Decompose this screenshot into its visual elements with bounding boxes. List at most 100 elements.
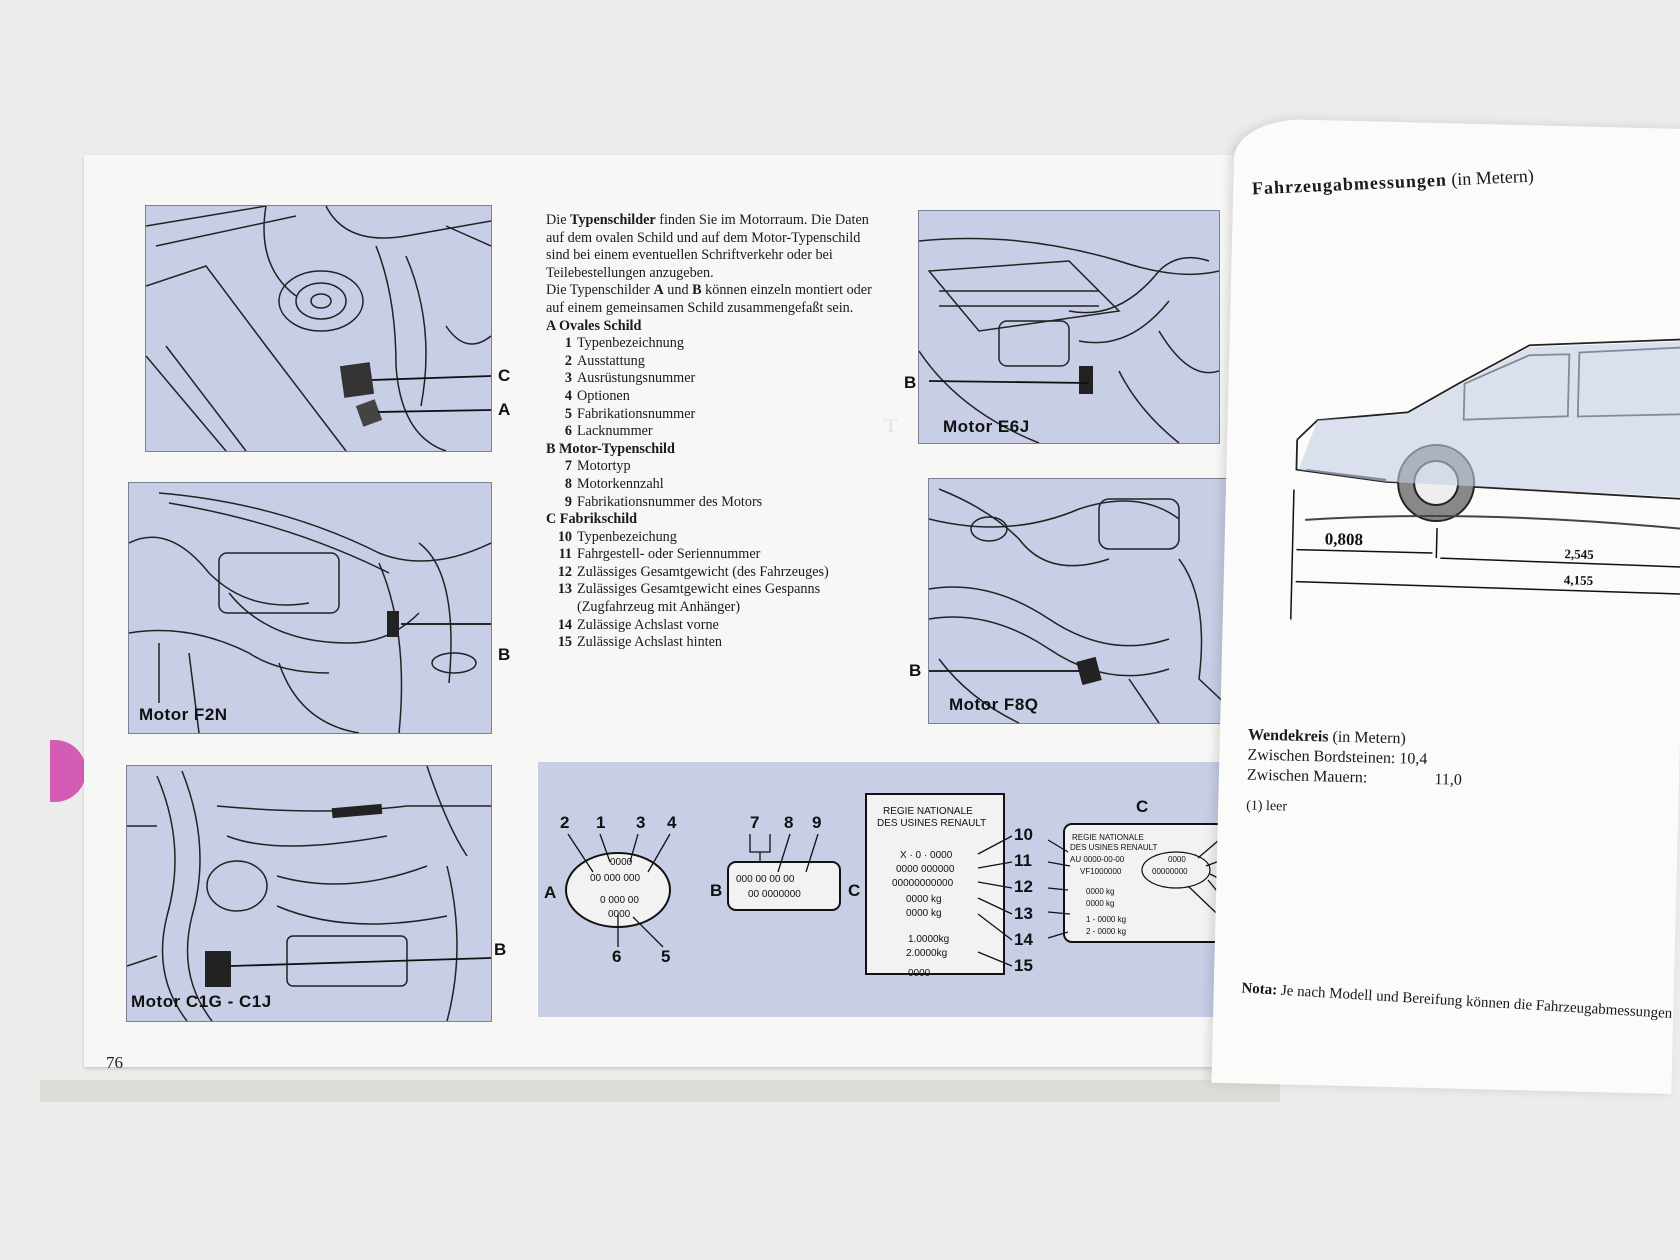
factory-plate: REGIE NATIONALE DES USINES RENAULT X · 0… (865, 793, 1033, 979)
svg-text:VF1000000: VF1000000 (1080, 867, 1122, 876)
dim-length: 4,155 (1564, 572, 1594, 588)
book-edge (40, 1080, 1280, 1102)
factory-num-12: 12 (1014, 877, 1033, 896)
intro-paragraph: Die Typenschilder finden Sie im Motorrau… (546, 212, 869, 281)
oval-letter-a: A (544, 883, 556, 902)
oval-num-3: 3 (636, 813, 645, 832)
dimensions-title: Fahrzeugabmessungen (in Metern) (1251, 165, 1535, 199)
callout-b-f2n: B (498, 645, 511, 664)
section-heading-b: B Motor-Typenschild (546, 440, 675, 457)
footnote-empty: (1) leer (1246, 798, 1288, 815)
engine-drawing-c1g (127, 766, 491, 1021)
dim-wheelbase: 2,545 (1564, 546, 1594, 562)
callout-c: C (498, 366, 511, 385)
engine-plate-b: 7 8 9 B C 000 00 00 00 00 0000000 (710, 813, 860, 911)
svg-text:0000: 0000 (610, 857, 633, 868)
section-heading-a: A Ovales Schild (546, 317, 642, 334)
svg-text:0000: 0000 (608, 909, 631, 920)
engine-drawing-f8q (929, 488, 1231, 723)
factory-num-11: 11 (1014, 851, 1032, 870)
factory-num-15: 15 (1014, 956, 1033, 975)
oval-num-5: 5 (661, 947, 670, 966)
car-dimensions-drawing: 0,808 2,545 4,155 (1290, 338, 1680, 620)
engine-plate-letter-b: B (710, 881, 722, 900)
engine-drawing-1 (146, 206, 491, 451)
svg-text:0 000 00: 0 000 00 (600, 895, 639, 906)
turning-circle-curbs: Zwischen Bordsteinen: 10,4 (1247, 746, 1428, 768)
oval-num-1: 1 (596, 813, 605, 832)
engine-drawing-f2n (129, 492, 491, 733)
description-column: Die Typenschilder finden Sie im Motorrau… (546, 212, 886, 652)
right-page: Fahrzeugabmessungen (in Metern) 0,808 2,… (1211, 118, 1680, 1094)
nota-text: Nota: Je nach Modell und Bereifung könne… (1240, 980, 1673, 1022)
svg-text:0000 kg: 0000 kg (1086, 899, 1114, 908)
callout-b-f8q: B (909, 661, 922, 680)
svg-text:REGIE NATIONALE: REGIE NATIONALE (883, 806, 973, 817)
dim-overhang: 0,808 (1325, 529, 1364, 549)
intro-paragraph-2: Die Typenschilder A und B können einzeln… (546, 282, 872, 316)
engine-label-f2n: Motor F2N (139, 705, 228, 724)
svg-text:0000 kg: 0000 kg (906, 894, 942, 905)
callout-b-c1g: B (494, 940, 507, 959)
type-plates-drawing: 2 1 3 4 6 5 A 0000 00 000 000 0 000 00 0… (544, 793, 1247, 979)
svg-text:1 - 0000 kg: 1 - 0000 kg (1086, 915, 1126, 924)
oval-num-2: 2 (560, 813, 569, 832)
turning-circle-heading: Wendekreis (in Metern) (1247, 726, 1407, 748)
engine-label-f8q: Motor F8Q (949, 695, 1039, 714)
section-tab-marker (50, 740, 86, 802)
svg-text:X · 0 · 0000: X · 0 · 0000 (900, 850, 953, 861)
callout-a: A (498, 400, 511, 419)
section-heading-c: C Fabrikschild (546, 511, 638, 528)
engine-label-e6j: Motor E6J (943, 417, 1030, 436)
engine-plate-num-9: 9 (812, 813, 821, 832)
svg-text:0000: 0000 (1168, 855, 1186, 864)
svg-text:00 000 000: 00 000 000 (590, 873, 640, 884)
svg-text:000 00 00 00: 000 00 00 00 (736, 874, 795, 885)
bleed-through-text: T (884, 415, 898, 437)
oval-plate-a: 2 1 3 4 6 5 A 0000 00 000 000 0 000 00 0… (544, 813, 677, 966)
engine-figure-c1g: Motor C1G - C1J (126, 765, 492, 1022)
svg-text:00 0000000: 00 0000000 (748, 889, 801, 900)
oval-num-4: 4 (667, 813, 677, 832)
svg-text:REGIE NATIONALE: REGIE NATIONALE (1072, 833, 1144, 842)
engine-plate-num-7: 7 (750, 813, 759, 832)
engine-figure-f2n: Motor F2N (128, 482, 492, 734)
engine-figure-f8q: Motor F8Q (928, 478, 1232, 724)
oval-num-6: 6 (612, 947, 621, 966)
svg-text:0000: 0000 (908, 968, 931, 979)
engine-plate-letter-c: C (848, 881, 860, 900)
factory-num-13: 13 (1014, 904, 1033, 923)
engine-drawing-e6j (919, 237, 1219, 443)
engine-figure-e6j: Motor E6J (918, 210, 1220, 444)
turning-circle-walls: Zwischen Mauern:11,0 (1246, 766, 1463, 789)
svg-text:2.0000kg: 2.0000kg (906, 948, 947, 959)
engine-plate-num-8: 8 (784, 813, 793, 832)
type-plates-diagram: 2 1 3 4 6 5 A 0000 00 000 000 0 000 00 0… (538, 762, 1250, 1017)
page-number: 76 (106, 1053, 123, 1072)
svg-text:0000 kg: 0000 kg (906, 908, 942, 919)
factory-num-10: 10 (1014, 825, 1033, 844)
svg-text:0000 kg: 0000 kg (1086, 887, 1114, 896)
svg-text:DES USINES RENAULT: DES USINES RENAULT (877, 818, 986, 829)
svg-text:AU 0000-00-00: AU 0000-00-00 (1070, 855, 1125, 864)
svg-text:1.0000kg: 1.0000kg (908, 934, 949, 945)
callout-b-e6j: B (904, 373, 917, 392)
svg-text:00000000000: 00000000000 (892, 878, 954, 889)
combined-letter-c: C (1136, 797, 1148, 816)
svg-text:2 - 0000 kg: 2 - 0000 kg (1086, 927, 1126, 936)
engine-label-c1g: Motor C1G - C1J (131, 992, 272, 1011)
